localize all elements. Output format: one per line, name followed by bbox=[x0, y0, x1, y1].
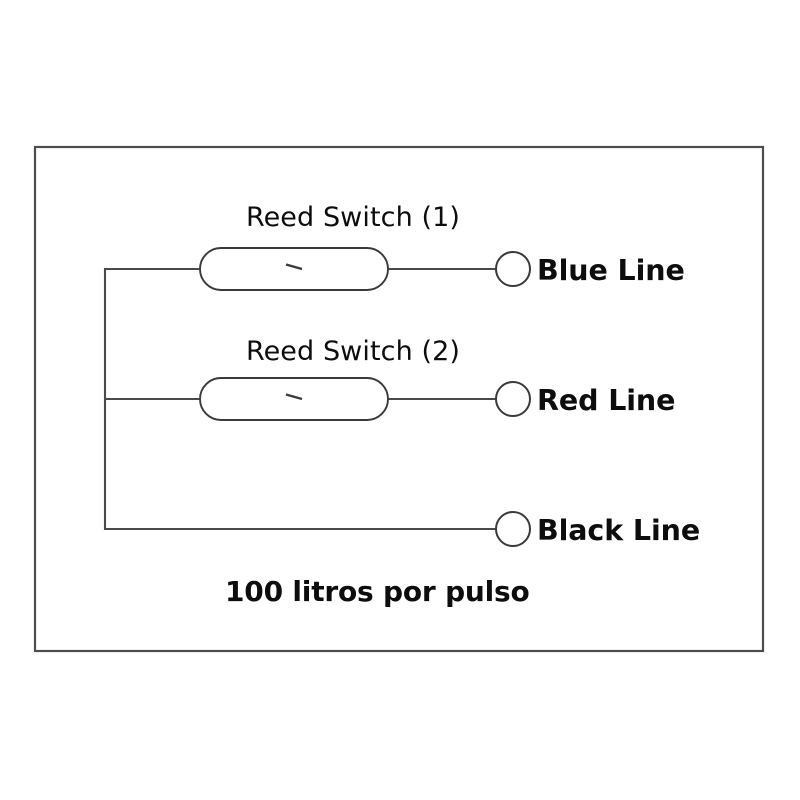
outer-border bbox=[33, 145, 765, 653]
label-blue-line: Blue Line bbox=[537, 254, 685, 287]
reed-switch-1-capsule bbox=[199, 247, 389, 291]
label-red-line: Red Line bbox=[537, 384, 675, 417]
reed-switch-1-label: Reed Switch (1) bbox=[246, 202, 460, 233]
branch-red-line: Reed Switch (2) Red Line bbox=[105, 336, 675, 421]
pulse-rate-caption: 100 litros por pulso bbox=[225, 575, 530, 608]
terminal-circle-blue-line[interactable] bbox=[495, 251, 531, 287]
reed-switch-2-capsule bbox=[199, 377, 389, 421]
branch-blue-line: Reed Switch (1) Blue Line bbox=[105, 202, 685, 291]
terminal-circle-black-line[interactable] bbox=[495, 511, 531, 547]
terminal-circle-red-line[interactable] bbox=[495, 381, 531, 417]
reed-switch-2-label: Reed Switch (2) bbox=[246, 336, 460, 367]
label-black-line: Black Line bbox=[537, 514, 700, 547]
branch-black-line: Black Line bbox=[105, 511, 700, 547]
reed-switch-2-contact-blade bbox=[285, 393, 303, 401]
reed-switch-1-contact-blade bbox=[285, 263, 303, 271]
